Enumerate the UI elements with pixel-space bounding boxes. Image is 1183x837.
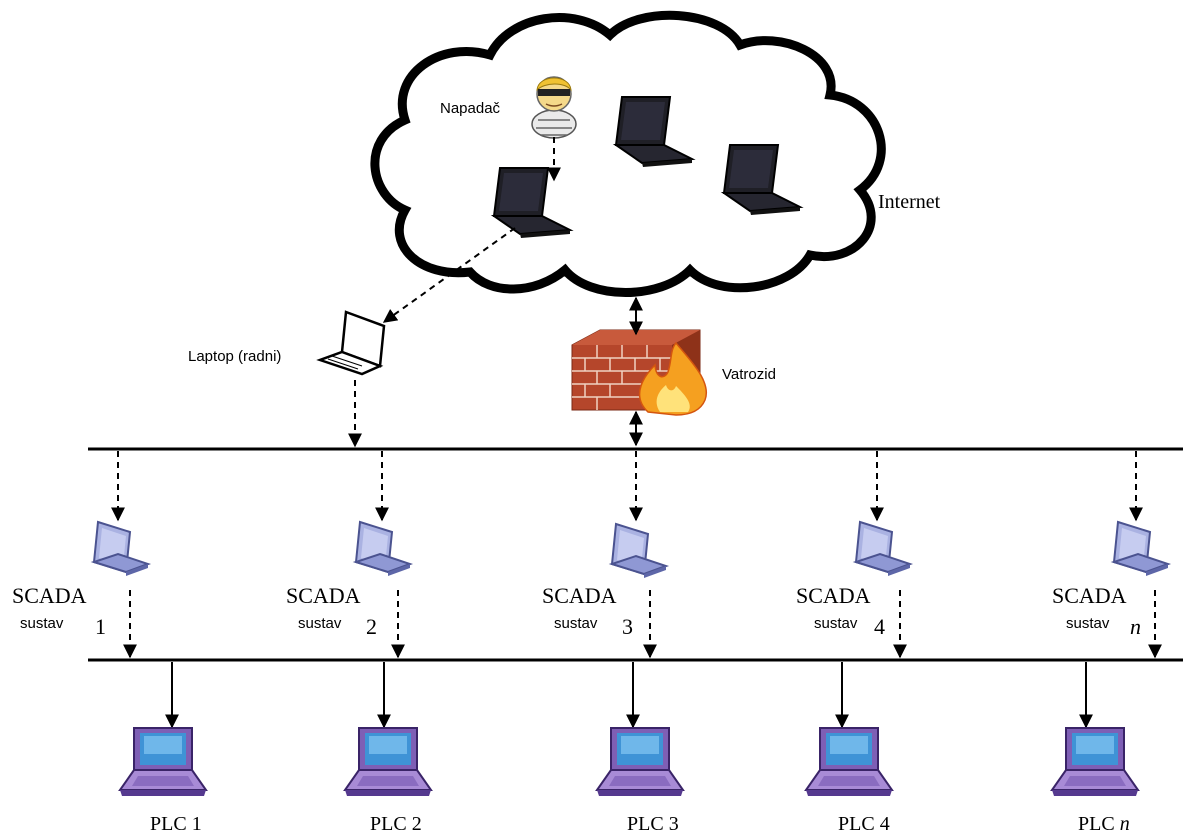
scada-title: SCADA <box>796 583 871 608</box>
scada-subtitle: sustav <box>554 615 598 632</box>
scada-laptop-icon <box>93 521 149 577</box>
plc-laptop-icon <box>596 727 684 797</box>
internet-label: Internet <box>878 191 941 213</box>
plc-label: PLC 2 <box>370 813 422 835</box>
plc-laptop-icon <box>805 727 893 797</box>
scada-laptop-icon <box>855 521 911 577</box>
scada-number: 1 <box>95 614 106 639</box>
scada-subtitle: sustav <box>20 615 64 632</box>
scada-title: SCADA <box>542 583 617 608</box>
scada-number: n <box>1130 614 1141 639</box>
plc-laptop-icon <box>119 727 207 797</box>
attacker-label: Napadač <box>440 100 501 117</box>
firewall-icon <box>571 329 708 416</box>
plc-label: PLC 4 <box>838 813 890 835</box>
plc-laptop-icon <box>1051 727 1139 797</box>
scada-laptop-icon <box>355 521 411 577</box>
work-laptop-label: Laptop (radni) <box>188 348 281 365</box>
scada-title: SCADA <box>1052 583 1127 608</box>
plc-laptop-icon <box>344 727 432 797</box>
scada-subtitle: sustav <box>298 615 342 632</box>
work-laptop-icon <box>316 310 386 376</box>
scada-title: SCADA <box>286 583 361 608</box>
firewall-label: Vatrozid <box>722 366 776 383</box>
plc-label: PLC n <box>1078 813 1130 835</box>
scada-number: 3 <box>622 614 633 639</box>
attacker-icon <box>531 76 577 139</box>
scada-number: 4 <box>874 614 885 639</box>
intrusion-arrow <box>382 227 516 323</box>
scada-title: SCADA <box>12 583 87 608</box>
plc-label: PLC 1 <box>150 813 202 835</box>
scada-number: 2 <box>366 614 377 639</box>
scada-subtitle: sustav <box>814 615 858 632</box>
scada-laptop-icon <box>611 523 667 579</box>
scada-subtitle: sustav <box>1066 615 1110 632</box>
scada-laptop-icon <box>1113 521 1169 577</box>
plc-label: PLC 3 <box>627 813 679 835</box>
